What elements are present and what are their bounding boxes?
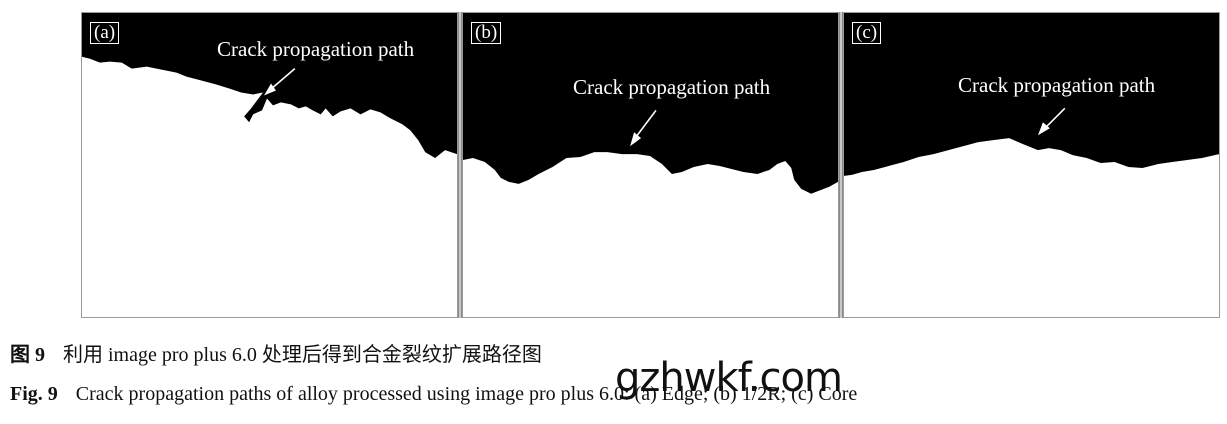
panel-label-c: (c) xyxy=(852,22,882,44)
watermark-text: gzhwkf.com xyxy=(615,355,843,401)
caption-cn-fig: 图 9 xyxy=(10,344,45,366)
caption-en-fig: Fig. 9 xyxy=(10,383,58,405)
annotation-b: Crack propagation path xyxy=(573,75,771,99)
caption-cn-text: 利用 image pro plus 6.0 处理后得到合金裂纹扩展路径图 xyxy=(63,344,542,366)
panel-label-b: (b) xyxy=(471,22,502,44)
caption-en-text: Crack propagation paths of alloy process… xyxy=(75,383,858,405)
figure: (a) Crack propagation path (b) Crack pro… xyxy=(81,12,1221,318)
panel-b: (b) Crack propagation path xyxy=(462,12,839,318)
caption-cn: 图 9 利用 image pro plus 6.0 处理后得到合金裂纹扩展路径图 xyxy=(10,338,542,367)
panel-c: (c) Crack propagation path xyxy=(843,12,1220,318)
annotation-c: Crack propagation path xyxy=(958,73,1156,97)
panel-separator xyxy=(458,12,462,318)
panel-label-a: (a) xyxy=(90,22,120,44)
annotation-a: Crack propagation path xyxy=(217,37,415,61)
crack-region-c xyxy=(844,13,1219,176)
crack-region-b xyxy=(463,13,838,194)
caption-en: Fig. 9 Crack propagation paths of alloy p… xyxy=(10,383,857,406)
panel-a: (a) Crack propagation path xyxy=(81,12,458,318)
panel-separator xyxy=(839,12,843,318)
